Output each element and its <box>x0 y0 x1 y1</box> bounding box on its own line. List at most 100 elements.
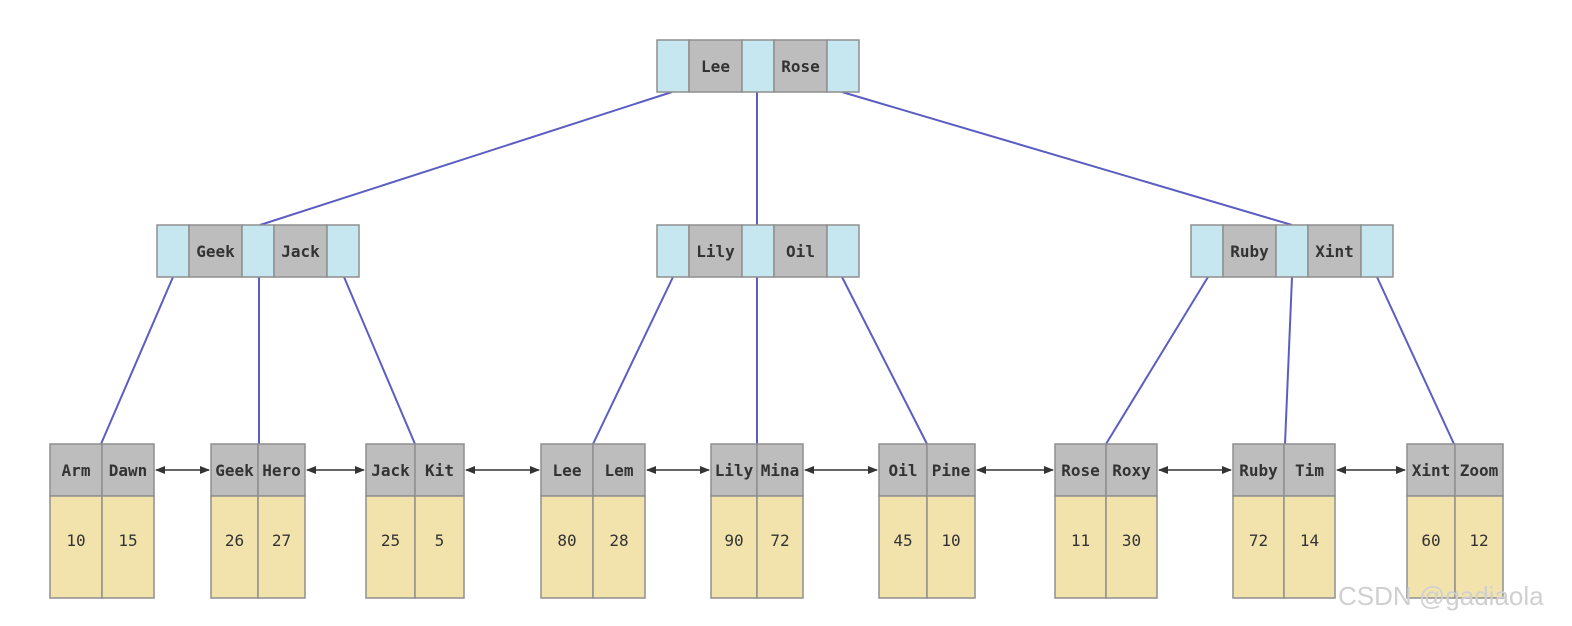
leaf-value-label: 27 <box>272 531 291 550</box>
tree-edge-7 <box>592 276 674 445</box>
leaf-value-label: 14 <box>1300 531 1319 550</box>
child-pointer-cell <box>741 224 775 278</box>
key-cell <box>1307 224 1362 278</box>
child-pointer-cell <box>741 39 775 93</box>
child-pointer-cell <box>656 39 690 93</box>
leaf-value-cell <box>365 495 416 599</box>
child-pointer-cell <box>326 224 360 278</box>
leaf-key-cell <box>1283 443 1336 497</box>
leaf-key-cell <box>926 443 976 497</box>
leaf-value-label: 10 <box>66 531 85 550</box>
leaf-value-label: 26 <box>225 531 244 550</box>
child-pointer-cell <box>826 39 860 93</box>
leaf-value-label: 90 <box>724 531 743 550</box>
leaf-key-cell <box>257 443 306 497</box>
node-key-label: Geek <box>196 242 235 261</box>
leaf-value-label: 10 <box>941 531 960 550</box>
leaf-node-4: Lee 80 Lem 28 <box>540 443 646 599</box>
leaf-value-cell <box>257 495 306 599</box>
node-key-label: Rose <box>781 57 820 76</box>
leaf-value-cell <box>414 495 465 599</box>
key-cell <box>688 39 743 93</box>
key-cell <box>188 224 243 278</box>
leaf-key-label: Jack <box>371 461 410 480</box>
leaf-key-cell <box>1054 443 1107 497</box>
child-pointer-cell <box>656 224 690 278</box>
leaf-value-cell <box>926 495 976 599</box>
key-cell <box>773 39 828 93</box>
leaf-key-label: Zoom <box>1460 461 1499 480</box>
leaf-key-label: Lee <box>553 461 582 480</box>
leaf-key-cell <box>710 443 758 497</box>
node-key-label: Lee <box>701 57 730 76</box>
leaf-node-9: Xint 60 Zoom 12 <box>1406 443 1504 599</box>
leaf-key-label: Rose <box>1061 461 1100 480</box>
child-pointer-cell <box>156 224 190 278</box>
node-key-label: Lily <box>696 242 735 261</box>
leaf-key-label: Tim <box>1295 461 1324 480</box>
node-key-label: Ruby <box>1230 242 1269 261</box>
leaf-value-cell <box>49 495 103 599</box>
leaf-key-label: Dawn <box>109 461 148 480</box>
leaf-key-cell <box>210 443 259 497</box>
internal-3-node: Ruby Xint <box>1190 224 1394 278</box>
leaf-key-cell <box>878 443 928 497</box>
leaf-value-label: 45 <box>893 531 912 550</box>
leaf-value-cell <box>1283 495 1336 599</box>
leaf-key-label: Lem <box>605 461 634 480</box>
leaf-value-cell <box>1105 495 1158 599</box>
leaf-key-label: Roxy <box>1112 461 1151 480</box>
leaf-value-label: 25 <box>381 531 400 550</box>
leaf-value-label: 5 <box>435 531 445 550</box>
leaf-node-7: Rose 11 Roxy 30 <box>1054 443 1158 599</box>
leaf-value-cell <box>756 495 804 599</box>
leaf-value-label: 60 <box>1421 531 1440 550</box>
watermark-text: CSDN @gadiaola <box>1338 581 1544 611</box>
leaf-value-cell <box>592 495 646 599</box>
tree-edge-6 <box>343 276 416 445</box>
leaf-key-label: Kit <box>425 461 454 480</box>
child-pointer-cell <box>826 224 860 278</box>
node-key-label: Xint <box>1315 242 1354 261</box>
leaf-key-label: Mina <box>761 461 800 480</box>
tree-edge-3 <box>841 91 1293 226</box>
leaf-value-label: 80 <box>557 531 576 550</box>
child-pointer-cell <box>1275 224 1309 278</box>
leaf-key-label: Xint <box>1412 461 1451 480</box>
leaf-value-label: 12 <box>1469 531 1488 550</box>
node-key-label: Oil <box>786 242 815 261</box>
tree-edges <box>100 91 1455 445</box>
leaf-value-cell <box>1406 495 1456 599</box>
leaf-value-cell <box>878 495 928 599</box>
leaf-value-cell <box>1054 495 1107 599</box>
child-pointer-cell <box>241 224 275 278</box>
tree-edge-1 <box>259 91 673 226</box>
leaf-value-cell <box>710 495 758 599</box>
leaf-node-3: Jack 25 Kit 5 <box>365 443 465 599</box>
key-cell <box>773 224 828 278</box>
tree-edge-10 <box>1105 276 1209 445</box>
leaf-key-label: Geek <box>215 461 254 480</box>
tree-edge-4 <box>100 276 174 445</box>
leaf-key-label: Hero <box>262 461 301 480</box>
leaf-value-cell <box>101 495 155 599</box>
leaf-value-cell <box>210 495 259 599</box>
child-pointer-cell <box>1190 224 1224 278</box>
leaf-value-label: 11 <box>1071 531 1090 550</box>
leaf-key-label: Arm <box>62 461 91 480</box>
child-pointer-cell <box>1360 224 1394 278</box>
leaf-value-cell <box>540 495 594 599</box>
leaf-value-label: 30 <box>1122 531 1141 550</box>
leaf-key-label: Ruby <box>1239 461 1278 480</box>
leaf-value-label: 28 <box>609 531 628 550</box>
leaf-node-2: Geek 26 Hero 27 <box>210 443 306 599</box>
leaf-key-cell <box>101 443 155 497</box>
leaf-key-cell <box>1454 443 1504 497</box>
tree-edge-11 <box>1284 276 1293 445</box>
